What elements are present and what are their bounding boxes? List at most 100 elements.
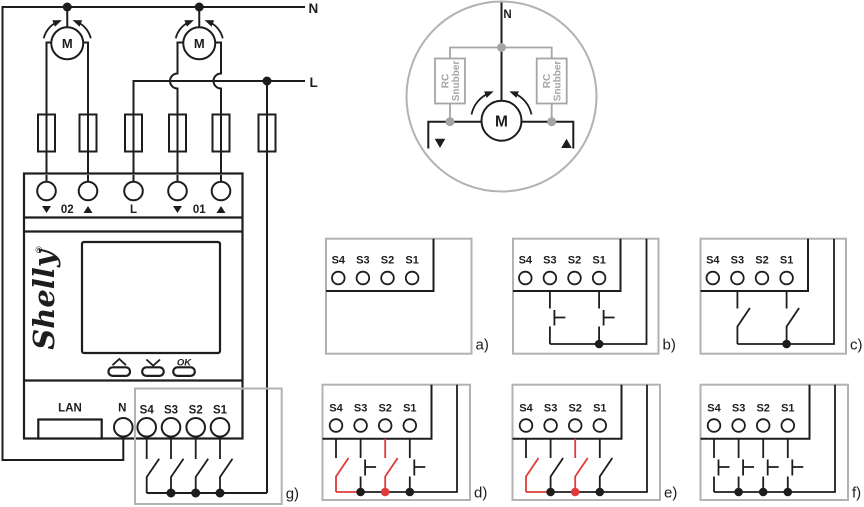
g-switch-s2 [194, 436, 209, 493]
motor-detail-circle: RCSnubber RCSnubber N M [405, 0, 598, 193]
motor2-arrow-right [204, 20, 224, 39]
ok-button[interactable] [172, 366, 196, 377]
panel-f-junction-s3 [734, 487, 743, 497]
o1-label: 01 [193, 204, 206, 216]
fuses [37, 113, 277, 153]
terminal-o1-up[interactable] [210, 180, 232, 202]
panel-e-s3-label: S3 [544, 403, 557, 415]
panel-d-s4-label: S4 [329, 403, 343, 415]
rc-snubber-left-text: RCSnubber [441, 61, 463, 102]
panel-b: S4 S3 S2 S1 b) [512, 237, 676, 355]
motor1-arrow-left [42, 20, 62, 39]
lan-port[interactable] [37, 418, 103, 440]
n-junction-1 [62, 2, 72, 12]
panel-a: S4 S3 S2 S1 a) [325, 237, 489, 355]
main-diagram: N L M M [1, 1, 318, 505]
panel-e-switch-s3 [549, 438, 564, 492]
panel-a-s3-label: S3 [356, 255, 369, 267]
panel-b-button-s1 [598, 291, 615, 344]
terminal-s1[interactable] [209, 417, 231, 438]
panel-a-s2-label: S2 [381, 255, 394, 267]
panel-f-s3-label: S3 [732, 403, 745, 415]
rc-snubber-right-text: RCSnubber [542, 61, 564, 102]
panel-e-junction-s3 [546, 487, 555, 497]
terminal-s4[interactable] [136, 417, 157, 438]
up-button[interactable] [107, 366, 132, 377]
n-terminal-label: N [118, 403, 126, 415]
panel-c-switch-s3 [736, 291, 751, 344]
panel-c-s1 [779, 270, 794, 286]
motor-2: M [174, 20, 224, 61]
g-switch-s1 [219, 436, 234, 493]
motor-detail-arrow-right [509, 91, 533, 115]
up-triangle-o2 [83, 206, 93, 213]
motor1-arrow-right [72, 20, 92, 39]
terminal-o2-down[interactable] [36, 180, 57, 202]
panel-b-s2 [567, 270, 582, 286]
down-direction-triangle [434, 138, 446, 148]
motor2-wire-right [199, 41, 222, 182]
panel-f-s1 [780, 418, 796, 433]
panel-e-s2-switch-red [574, 438, 589, 492]
panel-e-label: e) [664, 485, 677, 502]
panel-a-corner [326, 238, 435, 292]
panel-e-s2-label: S2 [568, 403, 581, 415]
terminal-n[interactable] [113, 417, 134, 438]
panel-e-junction-s1 [595, 487, 605, 497]
motor-detail-circle-m [480, 99, 523, 142]
panel-f-s4-label: S4 [707, 403, 721, 415]
terminal-s2[interactable] [185, 417, 206, 438]
s2-label: S2 [189, 405, 203, 417]
panel-d-s3 [353, 418, 368, 433]
panel-f-s3 [731, 418, 746, 433]
panel-f-s1-label: S1 [781, 403, 794, 415]
terminal-s3[interactable] [160, 417, 182, 438]
panel-b-s2-label: S2 [568, 255, 581, 267]
detail-circle [405, 0, 598, 193]
panel-d-box [321, 383, 471, 502]
panel-e-box [511, 383, 661, 502]
panel-d-s2-label: S2 [378, 403, 391, 415]
fuse-3 [124, 113, 143, 153]
panel-e-junction-s2 [570, 487, 580, 497]
panel-d-junction-s1 [405, 487, 415, 497]
panel-d-s4-switch-red [335, 457, 361, 493]
panel-f: S4 S3 S2 S1 f) [699, 383, 861, 502]
panel-b-label: b) [663, 337, 676, 354]
gray-junction-right [547, 117, 557, 127]
down-button[interactable] [141, 366, 165, 377]
rc-snubber-right-box [535, 57, 568, 105]
panel-f-button-s1 [786, 438, 804, 492]
down-arrow-icon [145, 358, 161, 367]
n-bus-wire [1, 6, 305, 461]
g-junction-s3 [166, 488, 176, 498]
panel-c-s1-label: S1 [780, 255, 793, 267]
panel-c-switch-s1 [785, 291, 800, 344]
s4-label: S4 [140, 405, 155, 417]
panel-b-s3-label: S3 [543, 255, 556, 267]
panel-d-label: d) [474, 485, 487, 502]
panel-g-box [134, 387, 283, 505]
motor-detail-arrow-left [470, 91, 494, 115]
panel-b-junction [594, 339, 604, 349]
panel-b-s1 [591, 270, 607, 286]
rc-snubber-left-box [434, 57, 466, 105]
terminal-o1-down[interactable] [167, 180, 188, 202]
g-junction-s1 [215, 488, 225, 498]
s1-label: S1 [213, 405, 228, 417]
panel-e-s2 [568, 418, 583, 433]
terminal-l[interactable] [123, 180, 144, 202]
panel-c-bus [737, 238, 835, 345]
panel-d-s1-label: S1 [403, 403, 416, 415]
panel-g: g) [134, 387, 299, 505]
motor1-label: M [62, 36, 73, 51]
motor-bracket [427, 120, 575, 149]
panel-e-s1-label: S1 [593, 403, 606, 415]
terminal-o2-up[interactable] [77, 180, 99, 202]
panel-c-junction [782, 339, 791, 349]
panel-d-s2 [378, 418, 393, 433]
motor2-circle [182, 26, 217, 61]
panel-d: S4 S3 S2 S1 d) [321, 383, 487, 502]
up-direction-triangle [561, 138, 572, 148]
